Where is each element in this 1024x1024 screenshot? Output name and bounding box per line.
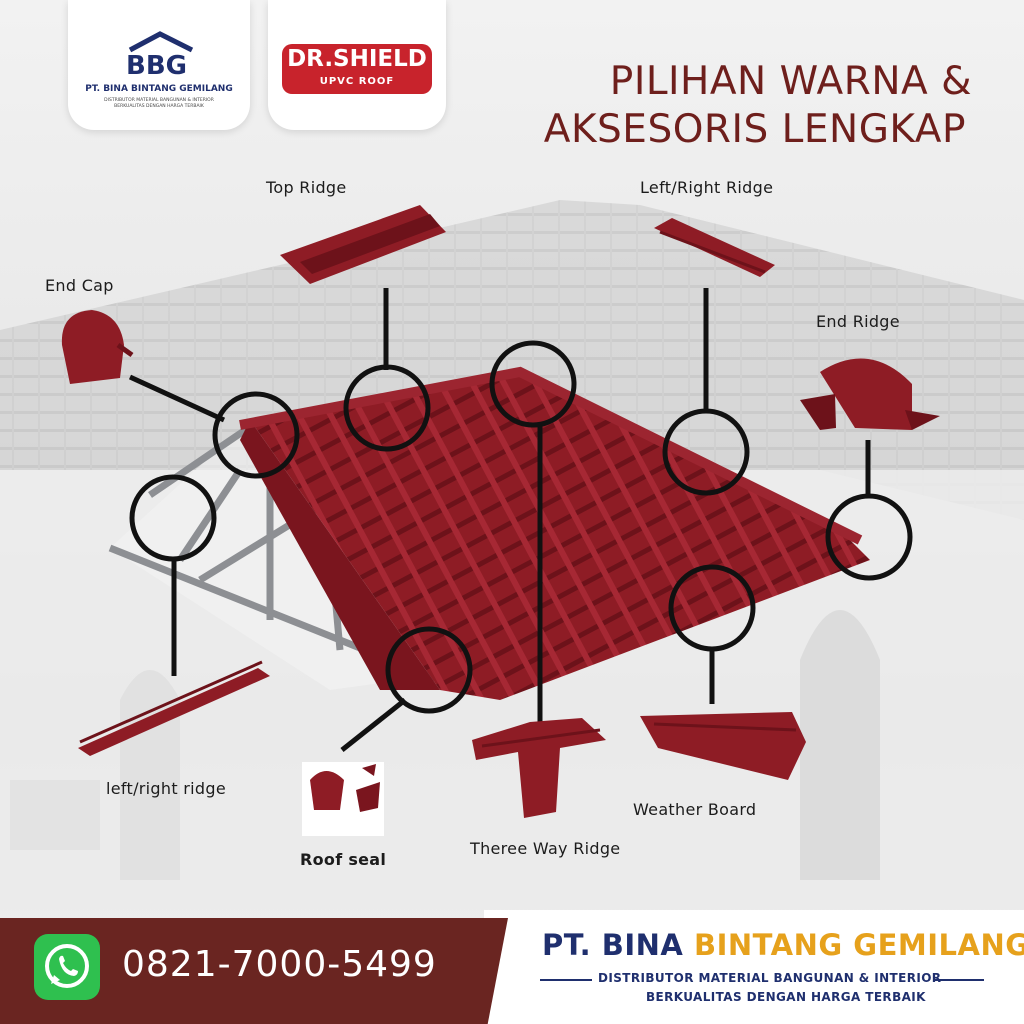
phone-number[interactable]: 0821-7000-5499 xyxy=(122,944,437,985)
company-name-part2: BINTANG GEMILANG xyxy=(693,928,1024,962)
whatsapp-icon[interactable] xyxy=(34,934,100,1000)
company-tagline-2: BERKUALITAS DENGAN HARGA TERBAIK xyxy=(646,990,926,1004)
drshield-sub: UPVC ROOF xyxy=(319,76,395,87)
top-ridge-product xyxy=(280,205,446,284)
bbg-roof-icon: BBG xyxy=(126,31,194,78)
headline-line2: AKSESORIS LENGKAP xyxy=(543,107,967,152)
weather-board-product xyxy=(640,712,806,780)
label-left-right-ridge-bottom: left/right ridge xyxy=(106,779,226,798)
end-ridge-product xyxy=(800,358,940,430)
label-three-way-ridge: Theree Way Ridge xyxy=(470,839,621,858)
roof-seal-product xyxy=(302,762,384,836)
label-weather-board: Weather Board xyxy=(633,800,757,819)
bbg-logo: BBG PT. BINA BINTANG GEMILANG DISTRIBUTO… xyxy=(68,0,250,130)
bbg-mark: BBG xyxy=(126,51,187,78)
headline-line1: PILIHAN WARNA & xyxy=(609,59,972,104)
company-name-part1: PT. BINA xyxy=(542,928,684,962)
end-cap-product xyxy=(61,310,134,384)
label-top-ridge: Top Ridge xyxy=(266,178,347,197)
label-roof-seal: Roof seal xyxy=(300,850,387,869)
divider-left xyxy=(540,979,592,981)
drshield-name: DR.SHIELD xyxy=(287,46,427,72)
company-tagline-1: DISTRIBUTOR MATERIAL BANGUNAN & INTERIOR xyxy=(598,971,942,985)
left-right-ridge-bottom-product xyxy=(78,660,270,756)
bbg-logo-tagline: DISTRIBUTOR MATERIAL BANGUNAN & INTERIOR… xyxy=(104,98,214,109)
label-left-right-ridge-top: Left/Right Ridge xyxy=(640,178,774,197)
company-name: PT. BINA BINTANG GEMILANG xyxy=(542,928,1024,962)
divider-right xyxy=(934,979,984,981)
three-way-ridge-product xyxy=(472,718,606,818)
headline: PILIHAN WARNA & AKSESORIS LENGKAP xyxy=(544,58,972,154)
whatsapp-glyph xyxy=(45,944,89,988)
left-right-ridge-product xyxy=(654,218,775,277)
bbg-logo-name: PT. BINA BINTANG GEMILANG xyxy=(85,84,233,94)
label-end-ridge: End Ridge xyxy=(816,312,900,331)
drshield-logo: DR.SHIELD UPVC ROOF xyxy=(268,0,446,130)
drshield-badge xyxy=(282,44,432,94)
footer-company-panel xyxy=(484,910,1024,1024)
label-end-cap: End Cap xyxy=(45,276,114,295)
